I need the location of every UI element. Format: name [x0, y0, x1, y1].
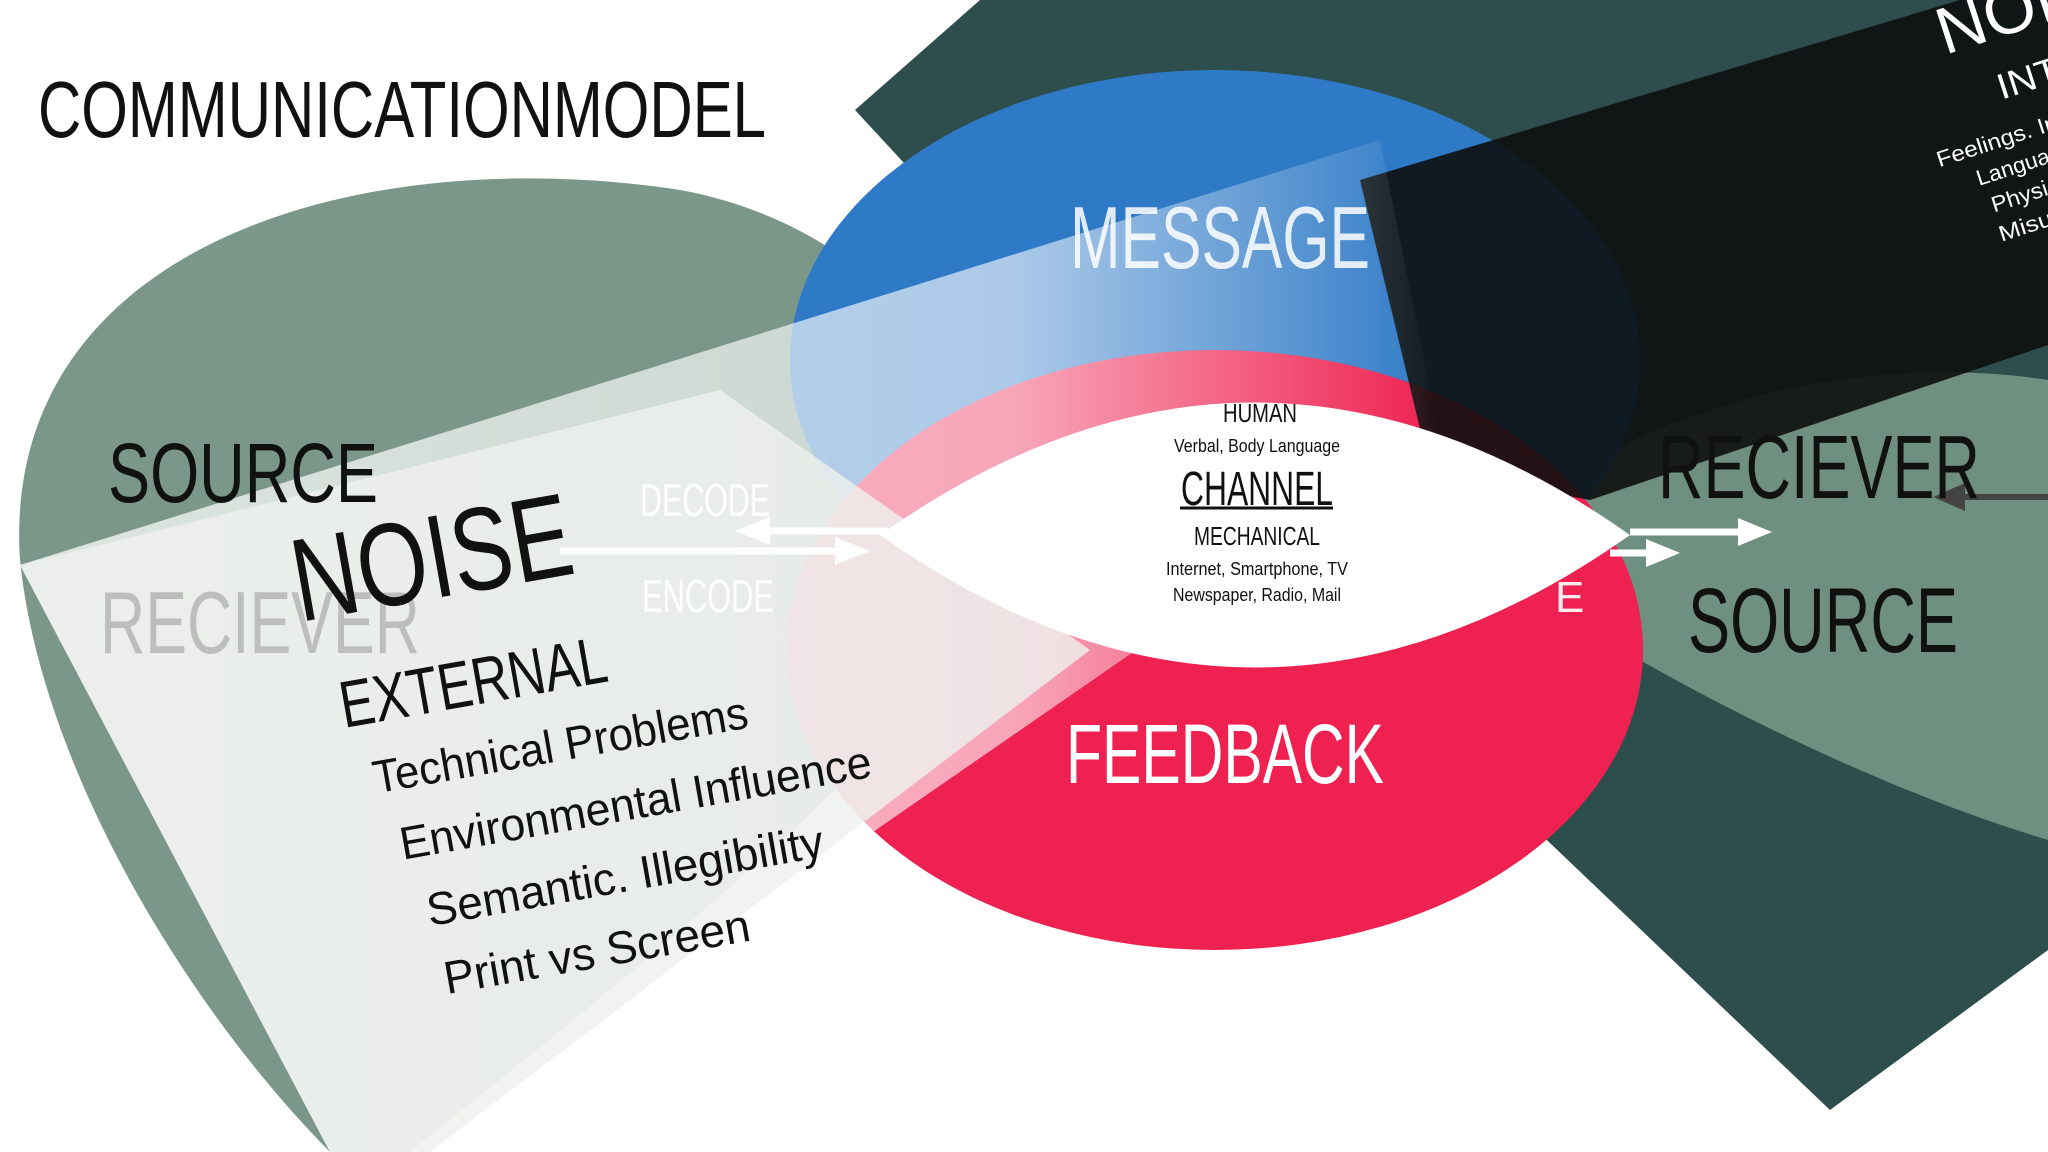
encode-arrow — [560, 537, 870, 565]
page-title: COMMUNICATIONMODEL — [38, 65, 766, 154]
right-receiver-label: RECIEVER — [1658, 418, 1980, 518]
incoming-dark-arrow — [1933, 483, 2048, 511]
decode-arrow — [735, 517, 888, 545]
left-source-label: SOURCE — [108, 426, 378, 520]
feedback-label: FEEDBACK — [1066, 707, 1384, 801]
mechanical-label: MECHANICAL — [1194, 521, 1320, 551]
internal-noise-panel — [1360, 0, 2048, 500]
right-top-arrow — [1630, 518, 1772, 546]
right-source-label: SOURCE — [1688, 570, 1958, 672]
decode-label: DECODE — [640, 474, 770, 526]
message-label: MESSAGE — [1070, 188, 1370, 287]
right-bottom-arrow — [1610, 539, 1680, 567]
external-noise-card — [20, 390, 1090, 1152]
channel-eye — [880, 402, 1630, 668]
human-label: HUMAN — [1223, 398, 1297, 428]
human-detail: Verbal, Body Language — [1174, 436, 1340, 456]
mechanical-line-2: Newspaper, Radio, Mail — [1173, 585, 1341, 605]
hidden-fragment-label: E — [1555, 573, 1584, 622]
encode-label: ENCODE — [642, 570, 774, 622]
external-noise-block: NOISE EXTERNAL Technical Problems Enviro… — [282, 469, 876, 1004]
mechanical-line-1: Internet, Smartphone, TV — [1166, 559, 1348, 579]
left-receiver-label: RECIEVER — [100, 573, 420, 672]
channel-label: CHANNEL — [1181, 463, 1333, 516]
right-green-lens — [1500, 372, 2048, 840]
